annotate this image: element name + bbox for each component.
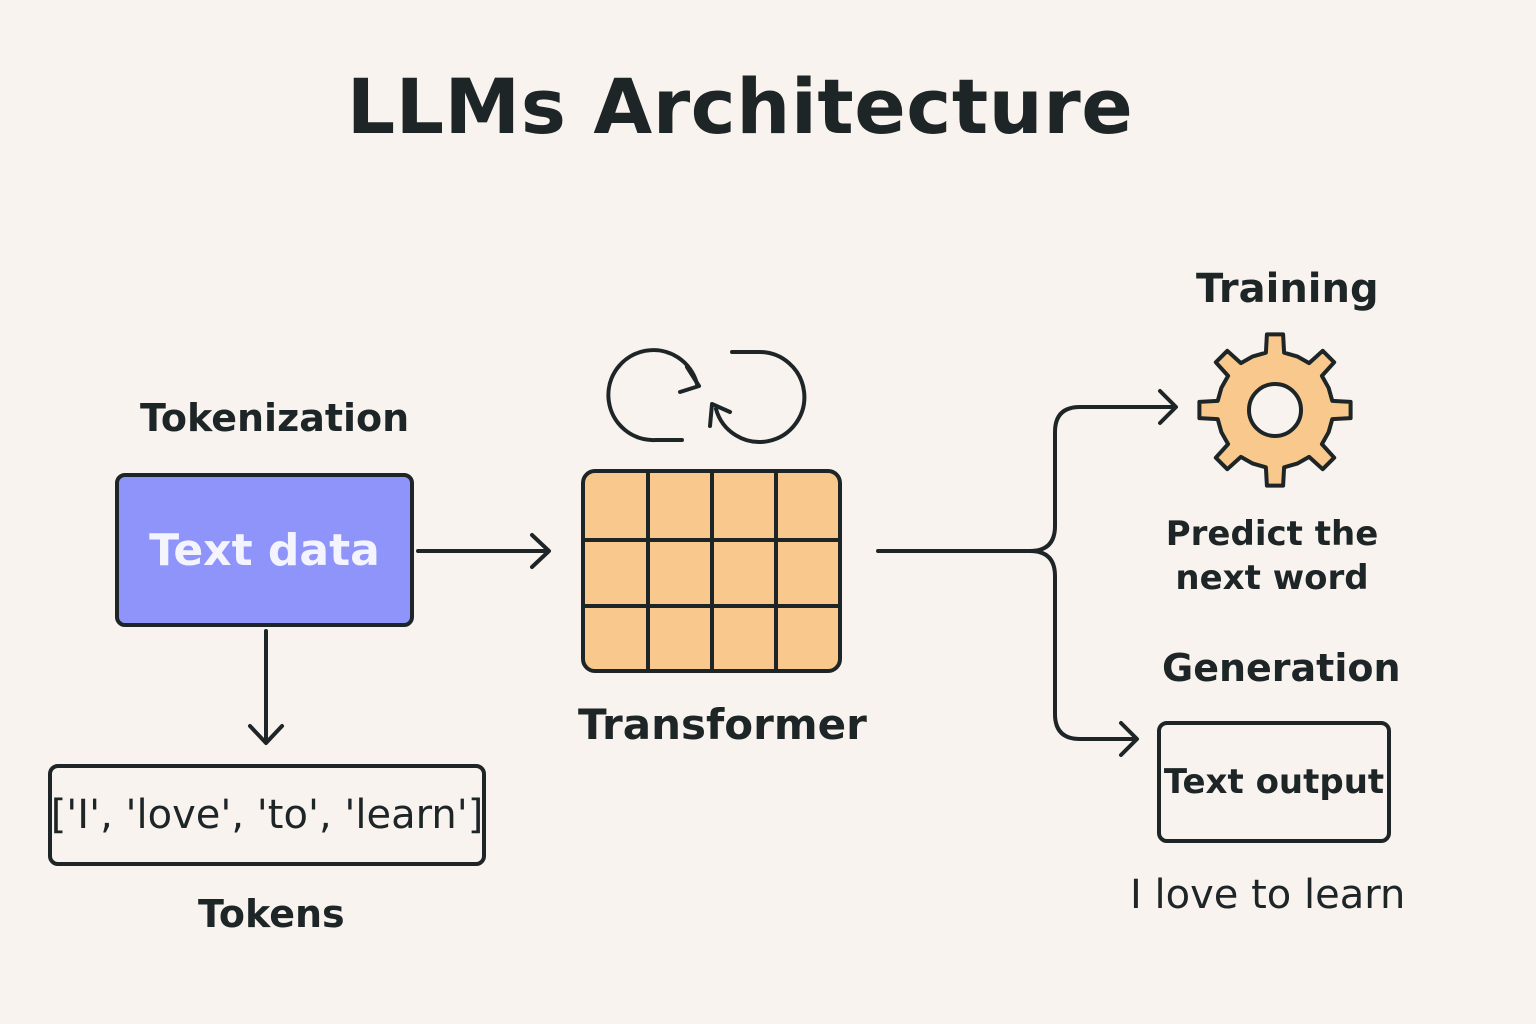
gear-icon (1197, 332, 1353, 488)
arrowhead-text-to-tokens (248, 724, 284, 745)
page-title: LLMs Architecture (346, 62, 1134, 151)
text-output-box: Text output (1157, 721, 1391, 843)
transformer-label: Transformer (578, 700, 867, 749)
branch-connector-lower (1028, 549, 1138, 741)
training-description-line1: Predict the (1165, 514, 1379, 554)
arrowhead-training (1158, 389, 1178, 425)
arrowhead-text-to-transformer (530, 533, 551, 569)
text-data-box: Text data (115, 473, 414, 627)
transformer-grid (581, 469, 842, 673)
branch-connector (876, 405, 1177, 553)
training-description-line2: next word (1175, 558, 1369, 598)
training-description: Predict the next word (1150, 512, 1394, 600)
output-sentence: I love to learn (1130, 872, 1406, 918)
tokens-label: Tokens (198, 892, 345, 936)
tokens-box: ['I', 'love', 'to', 'learn'] (48, 764, 486, 866)
arrowhead-generation (1119, 721, 1139, 757)
generation-label: Generation (1162, 646, 1401, 690)
cycle-arrows-icon (606, 348, 807, 444)
training-label: Training (1196, 266, 1379, 312)
tokenization-label: Tokenization (140, 396, 410, 440)
